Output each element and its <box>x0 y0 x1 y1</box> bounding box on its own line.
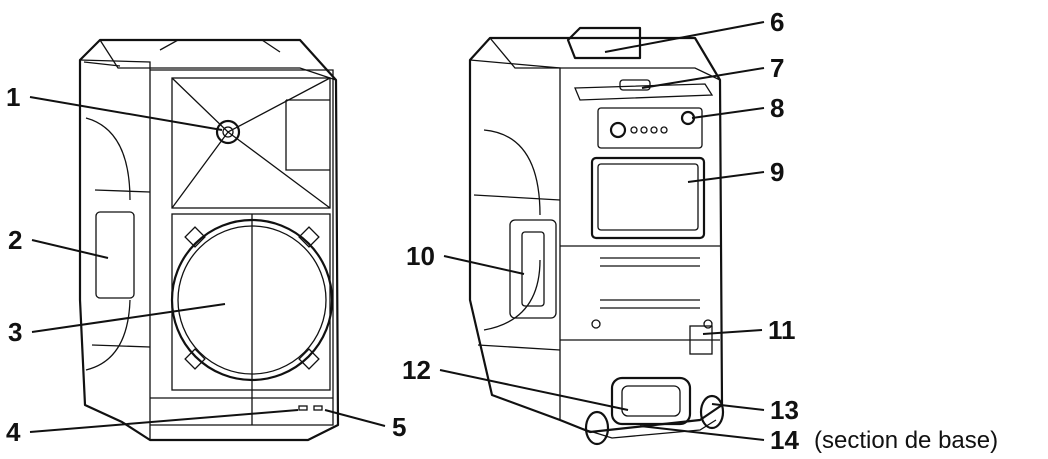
rear-control-panel <box>597 107 703 149</box>
rear-handle-grip <box>619 79 651 91</box>
front-face-frame <box>150 69 334 426</box>
front-side-edge <box>79 59 151 440</box>
callout-8: 8 <box>770 93 784 123</box>
front-side-line-1 <box>94 189 151 193</box>
callout-11: 11 <box>768 315 796 345</box>
front-top-handle <box>159 39 281 53</box>
woofer-clip-br <box>298 348 320 370</box>
horn-diagonals <box>171 77 331 209</box>
horn-step <box>285 99 330 171</box>
front-top-rim <box>99 39 337 81</box>
callout-5: 5 <box>392 412 406 442</box>
callout-labels: 1 2 3 4 5 6 7 8 9 10 11 12 13 14 (sectio… <box>6 7 998 455</box>
callout-7: 7 <box>770 53 784 83</box>
leader-12 <box>439 369 629 411</box>
rear-port <box>689 325 713 355</box>
rear-speaker <box>468 26 725 446</box>
front-speaker <box>78 38 340 442</box>
front-led-b <box>313 405 323 411</box>
rear-handle-bar <box>574 83 714 101</box>
rear-side-lines <box>473 194 561 351</box>
horn-frame <box>171 77 331 209</box>
woofer-clip-tr <box>298 226 320 248</box>
woofer-clip-tl <box>184 226 206 248</box>
rear-storage-panel-inner <box>597 163 699 231</box>
rear-storage-panel <box>590 156 706 240</box>
leader-6 <box>604 21 765 53</box>
callout-12: 12 <box>402 355 431 385</box>
rear-btn-1 <box>630 126 638 134</box>
leader-3 <box>31 303 226 333</box>
rear-screw-r <box>703 319 713 329</box>
callout-10: 10 <box>406 241 435 271</box>
woofer-clip-bl <box>184 348 206 370</box>
front-side-curve-1 <box>85 117 131 201</box>
leader-11 <box>702 329 763 335</box>
front-side-top-line <box>83 61 121 67</box>
front-side-curve-2 <box>85 299 131 371</box>
rear-control-knob <box>609 121 627 139</box>
rear-btn-3 <box>650 126 658 134</box>
rear-cabinet-outline <box>468 36 724 434</box>
rear-side-handle-grip <box>521 231 545 307</box>
callout-2: 2 <box>8 225 22 255</box>
leader-14 <box>639 425 765 441</box>
leader-5 <box>324 409 386 427</box>
callout-4: 4 <box>6 417 21 447</box>
leader-4 <box>29 409 299 433</box>
rear-wheel-left <box>584 410 610 446</box>
leader-2 <box>31 239 109 259</box>
tweeter-center <box>222 126 234 138</box>
callout-6: 6 <box>770 7 784 37</box>
rear-side-curves <box>483 129 541 331</box>
rear-screw-l <box>591 319 601 329</box>
leader-10 <box>443 255 525 275</box>
callout-1: 1 <box>6 82 20 112</box>
callout-13: 13 <box>770 395 799 425</box>
leader-13 <box>711 403 765 411</box>
rear-tow-handle <box>610 376 692 426</box>
rear-base <box>579 419 717 439</box>
leader-lines <box>29 21 765 441</box>
rear-btn-4 <box>660 126 668 134</box>
rear-top-rim <box>489 37 721 81</box>
rear-tow-handle-inner <box>621 385 681 417</box>
front-side-line-2 <box>91 344 151 348</box>
rear-wheel-right <box>699 394 725 430</box>
leader-7 <box>641 67 765 89</box>
leader-8 <box>691 107 765 119</box>
front-led-a <box>298 405 308 411</box>
callout-9: 9 <box>770 157 784 187</box>
rear-top-handle <box>566 26 642 60</box>
callout-3: 3 <box>8 317 22 347</box>
rear-side-handle <box>509 219 557 319</box>
front-side-handle <box>95 211 135 299</box>
rear-side-edge <box>469 59 561 420</box>
callout-14: 14 <box>770 425 799 455</box>
leader-1 <box>29 96 223 131</box>
tweeter <box>215 119 241 145</box>
leader-9 <box>687 171 765 183</box>
rear-btn-2 <box>640 126 648 134</box>
base-section-note: (section de base) <box>814 427 998 454</box>
